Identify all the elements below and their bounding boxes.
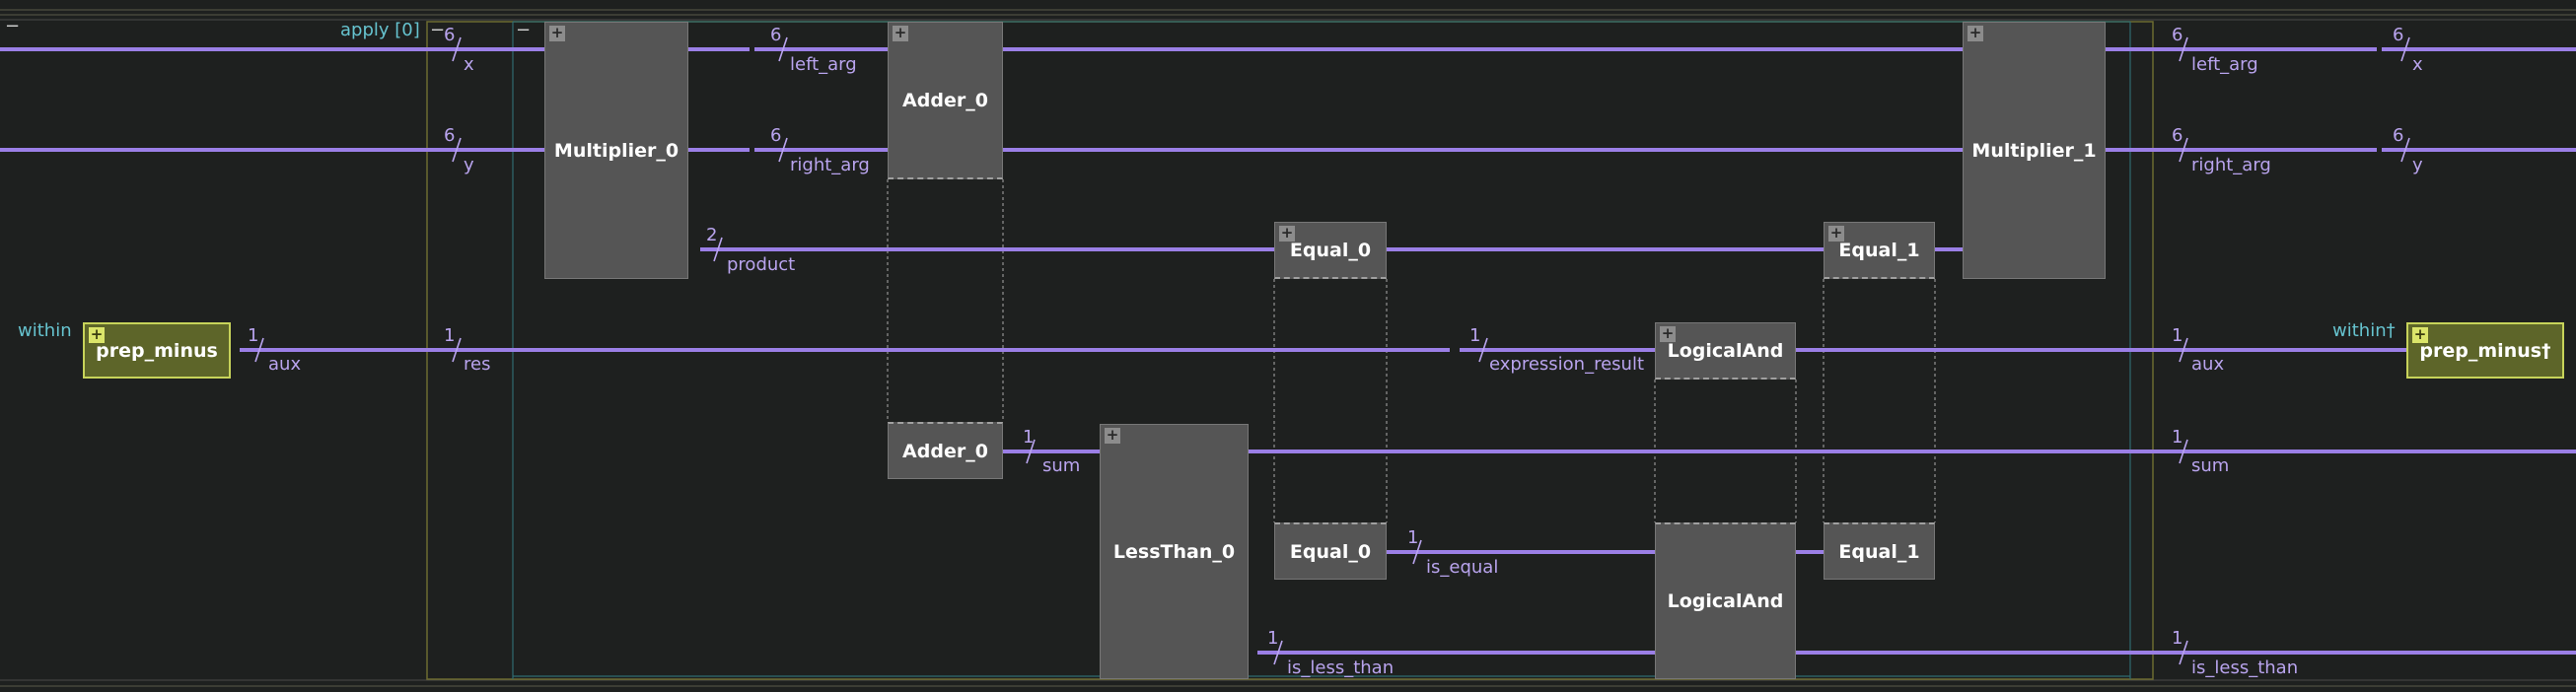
expand-icon[interactable]: + xyxy=(893,24,908,41)
signal-label-out-sum: sum xyxy=(2191,455,2230,476)
signal-label-out-left-arg: left_arg xyxy=(2191,54,2258,75)
block-label: Equal_0 xyxy=(1289,540,1372,563)
expand-icon[interactable]: + xyxy=(1660,324,1676,342)
block-label: Equal_0 xyxy=(1289,239,1372,261)
width-right-arg: 6 xyxy=(770,125,782,146)
block-label: prep_minus xyxy=(96,339,218,362)
width-out-left-arg: 6 xyxy=(2172,25,2183,45)
width-is-equal: 1 xyxy=(1407,527,1419,548)
prep-minus-block[interactable]: + prep_minus xyxy=(83,322,231,379)
signal-label-x: x xyxy=(464,54,474,75)
prep-minus-dagger-block[interactable]: + prep_minus† xyxy=(2406,322,2564,379)
less-than-0-block[interactable]: + LessThan_0 xyxy=(1100,424,1249,679)
block-label: Multiplier_1 xyxy=(1971,139,2097,162)
signal-label-expression-result: expression_result xyxy=(1489,354,1645,375)
signal-label-product: product xyxy=(727,254,796,275)
width-expression-result: 1 xyxy=(1469,325,1481,346)
multiplier-0-block[interactable]: + Multiplier_0 xyxy=(544,22,688,279)
width-out-sum: 1 xyxy=(2172,427,2183,448)
expand-icon[interactable]: + xyxy=(2412,325,2428,343)
collapse-icon-apply[interactable]: − xyxy=(430,20,446,40)
width-out-aux: 1 xyxy=(2172,325,2183,346)
equal-1-top-block[interactable]: + Equal_1 xyxy=(1824,222,1935,279)
equal-1-bottom-block[interactable]: Equal_1 xyxy=(1824,522,1935,580)
width-out-x: 6 xyxy=(2393,25,2404,45)
equal-0-bottom-block[interactable]: Equal_0 xyxy=(1274,522,1387,580)
expand-icon[interactable]: + xyxy=(1828,224,1844,242)
expand-icon[interactable]: + xyxy=(1968,24,1983,41)
scope-label-within: within xyxy=(18,320,72,341)
adder-0-bottom-block[interactable]: Adder_0 xyxy=(888,422,1003,479)
adder-0-top-block[interactable]: + Adder_0 xyxy=(888,22,1003,179)
block-label: LogicalAnd xyxy=(1667,339,1784,362)
equal-0-top-block[interactable]: + Equal_0 xyxy=(1274,222,1387,279)
logical-and-bottom-block[interactable]: LogicalAnd xyxy=(1655,522,1796,679)
width-out-right-arg: 6 xyxy=(2172,125,2183,146)
signal-label-out-x: x xyxy=(2412,54,2423,75)
signal-label-left-arg: left_arg xyxy=(790,54,857,75)
width-y-in: 6 xyxy=(444,125,456,146)
block-label: Equal_1 xyxy=(1838,540,1920,563)
expand-icon[interactable]: + xyxy=(1279,224,1295,242)
width-product: 2 xyxy=(706,225,718,245)
block-label: LessThan_0 xyxy=(1112,540,1236,563)
scope-label-within-dagger: within† xyxy=(2332,320,2396,341)
width-aux: 1 xyxy=(248,325,259,346)
expand-icon[interactable]: + xyxy=(89,325,105,343)
signal-label-y: y xyxy=(464,155,474,175)
signal-label-aux: aux xyxy=(268,354,302,375)
width-left-arg: 6 xyxy=(770,25,782,45)
logical-and-top-block[interactable]: + LogicalAnd xyxy=(1655,322,1796,380)
width-sum: 1 xyxy=(1023,427,1035,448)
width-x-in: 6 xyxy=(444,25,456,45)
signal-label-res: res xyxy=(464,354,491,375)
signal-label-right-arg: right_arg xyxy=(790,155,870,175)
block-label: Adder_0 xyxy=(902,89,988,111)
block-label: Multiplier_0 xyxy=(553,139,680,162)
signal-label-is-equal: is_equal xyxy=(1426,557,1499,578)
signal-label-out-is-less-than: is_less_than xyxy=(2191,657,2299,678)
signal-label-out-right-arg: right_arg xyxy=(2191,155,2271,175)
block-label: Equal_1 xyxy=(1838,239,1920,261)
signal-label-out-y: y xyxy=(2412,155,2423,175)
expand-icon[interactable]: + xyxy=(549,24,565,41)
signal-label-out-aux: aux xyxy=(2191,354,2225,375)
expand-icon[interactable]: + xyxy=(1105,426,1120,444)
scope-label-apply: apply [0] xyxy=(340,20,420,40)
width-res: 1 xyxy=(444,325,456,346)
width-out-is-less-than: 1 xyxy=(2172,628,2183,649)
collapse-icon-within[interactable]: − xyxy=(5,16,21,36)
width-is-less-than: 1 xyxy=(1267,628,1279,649)
block-label: LogicalAnd xyxy=(1667,590,1784,612)
signal-label-is-less-than: is_less_than xyxy=(1287,657,1395,678)
collapse-icon-inner[interactable]: − xyxy=(516,20,532,40)
width-out-y: 6 xyxy=(2393,125,2404,146)
signal-label-sum: sum xyxy=(1042,455,1081,476)
block-label: Adder_0 xyxy=(902,440,988,462)
block-label: prep_minus† xyxy=(2419,339,2551,362)
multiplier-1-block[interactable]: + Multiplier_1 xyxy=(1963,22,2106,279)
